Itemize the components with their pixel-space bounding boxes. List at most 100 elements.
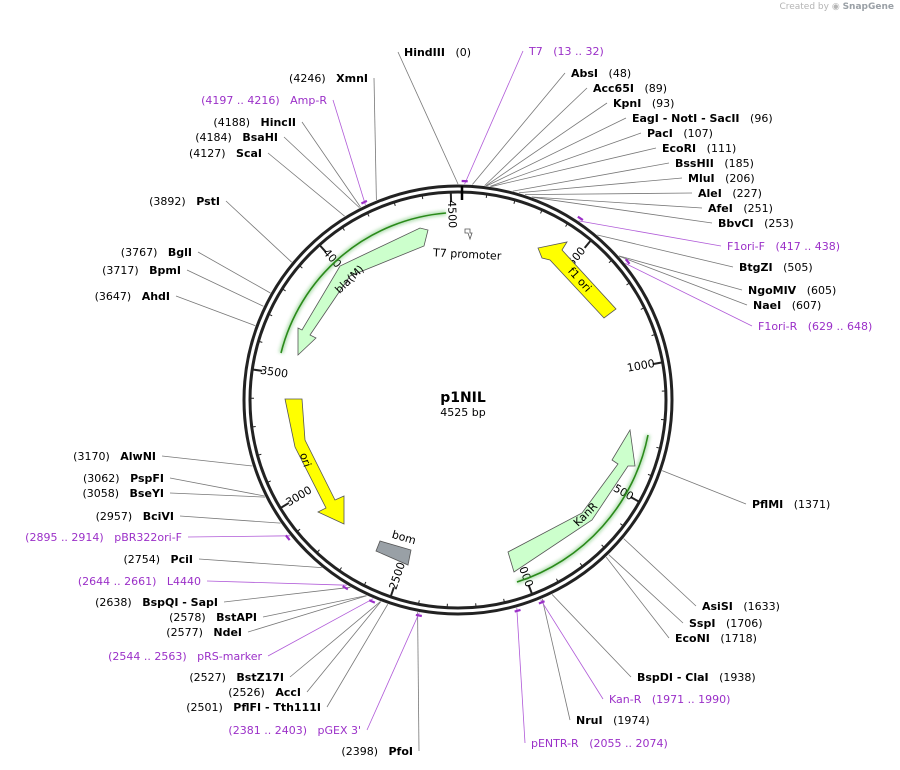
enzyme-name: NgoMIV xyxy=(748,284,797,297)
enzyme-name: ScaI xyxy=(236,147,262,160)
enzyme-name: XmnI xyxy=(336,72,368,85)
enzyme-leader-line xyxy=(623,538,697,607)
enzyme-leader-line xyxy=(532,196,713,224)
enzyme-label[interactable]: (2526) AccI xyxy=(228,686,301,699)
tick-mark xyxy=(565,223,568,227)
tick-mark xyxy=(259,341,263,343)
primer-range: (417 .. 438) xyxy=(775,240,840,253)
primer-label[interactable]: (2381 .. 2403) pGEX 3' xyxy=(228,724,361,737)
enzyme-label[interactable]: NaeI (607) xyxy=(753,299,821,312)
primer-label[interactable]: (2895 .. 2914) pBR322ori-F xyxy=(25,531,182,544)
enzyme-label[interactable]: BbvCI (253) xyxy=(718,217,794,230)
enzyme-name: AlwNI xyxy=(120,450,156,463)
enzyme-name: KpnI xyxy=(613,97,641,110)
enzyme-label[interactable]: (3892) PstI xyxy=(149,195,220,208)
enzyme-label[interactable]: (3058) BseYI xyxy=(82,487,164,500)
enzyme-label[interactable]: AleI (227) xyxy=(698,187,762,200)
primer-label[interactable]: (2544 .. 2563) pRS-marker xyxy=(108,650,262,663)
primer-name: Kan-R xyxy=(609,693,642,706)
enzyme-leader-line xyxy=(283,136,360,209)
enzyme-label[interactable]: (4184) BsaHI xyxy=(195,131,278,144)
enzyme-label[interactable]: (4246) XmnI xyxy=(289,72,368,85)
tick-mark xyxy=(253,368,263,372)
enzyme-label[interactable]: NgoMIV (605) xyxy=(748,284,836,297)
feature-bom[interactable] xyxy=(375,540,412,566)
enzyme-leader-line xyxy=(247,595,367,633)
primer-name: pBR322ori-F xyxy=(114,531,182,544)
enzyme-label[interactable]: (2527) BstZ17I xyxy=(189,671,284,684)
enzyme-label[interactable]: (3767) BglI xyxy=(121,246,192,259)
enzyme-leader-line xyxy=(605,556,670,639)
enzyme-label[interactable]: (4127) ScaI xyxy=(189,147,262,160)
primer-label[interactable]: Kan-R (1971 .. 1990) xyxy=(609,693,730,706)
primer-binding-mark xyxy=(415,613,423,618)
enzyme-label[interactable]: (3717) BpmI xyxy=(102,264,181,277)
primer-name: pRS-marker xyxy=(197,650,262,663)
enzyme-name: BpmI xyxy=(149,264,181,277)
enzyme-label[interactable]: (3062) PspFI xyxy=(83,472,164,485)
feature-t7-promoter[interactable] xyxy=(464,228,473,241)
enzyme-label[interactable]: (2957) BciVI xyxy=(96,510,174,523)
enzyme-label[interactable]: (3647) AhdI xyxy=(95,290,170,303)
primer-label[interactable]: pENTR-R (2055 .. 2074) xyxy=(531,737,668,750)
tick-mark xyxy=(630,496,639,503)
enzyme-name: AhdI xyxy=(142,290,170,303)
enzyme-label[interactable]: EagI - NotI - SacII (96) xyxy=(632,112,773,125)
enzyme-leader-line xyxy=(484,87,588,186)
primer-label[interactable]: F1ori-R (629 .. 648) xyxy=(758,320,872,333)
backbone-outer-ring xyxy=(242,184,674,616)
enzyme-label[interactable]: (2501) PflFI - Tth111I xyxy=(186,701,321,714)
enzyme-label[interactable]: PflMI (1371) xyxy=(752,498,830,511)
enzyme-name: BciVI xyxy=(143,510,174,523)
enzyme-label[interactable]: AsiSI (1633) xyxy=(702,600,780,613)
tick-mark xyxy=(267,480,271,483)
enzyme-position: (89) xyxy=(644,82,667,95)
enzyme-name: BseYI xyxy=(130,487,164,500)
feature-f1-ori[interactable] xyxy=(537,241,617,319)
enzyme-label[interactable]: (4188) HincII xyxy=(213,116,296,129)
enzyme-label[interactable]: KpnI (93) xyxy=(613,97,674,110)
primer-label[interactable]: (4197 .. 4216) Amp-R xyxy=(201,94,327,107)
enzyme-label[interactable]: (2577) NdeI xyxy=(166,626,242,639)
primer-binding-mark xyxy=(368,599,376,604)
enzyme-label[interactable]: (2398) PfoI xyxy=(341,745,413,758)
primer-label[interactable]: F1ori-F (417 .. 438) xyxy=(727,240,840,253)
tick-mark xyxy=(269,314,273,317)
credit-brand: SnapGene xyxy=(842,2,894,12)
enzyme-name: BstZ17I xyxy=(236,671,284,684)
enzyme-label[interactable]: EcoNI (1718) xyxy=(675,632,757,645)
enzyme-label[interactable]: Acc65I (89) xyxy=(593,82,667,95)
enzyme-label[interactable]: (2754) PciI xyxy=(123,553,193,566)
tick-mark xyxy=(579,563,583,567)
enzyme-label[interactable]: BtgZI (505) xyxy=(739,261,813,274)
enzyme-label[interactable]: AfeI (251) xyxy=(708,202,773,215)
enzyme-label[interactable]: EcoRI (111) xyxy=(662,142,736,155)
primer-label[interactable]: (2644 .. 2661) L4440 xyxy=(78,575,201,588)
enzyme-label[interactable]: AbsI (48) xyxy=(571,67,631,80)
primer-name: pGEX 3' xyxy=(317,724,361,737)
enzyme-leader-line xyxy=(289,601,381,678)
primer-label[interactable]: T7 (13 .. 32) xyxy=(528,45,604,58)
enzyme-label[interactable]: BssHII (185) xyxy=(675,157,754,170)
tick-mark xyxy=(339,567,342,571)
enzyme-label[interactable]: (2578) BstAPI xyxy=(169,611,257,624)
enzyme-label[interactable]: SspI (1706) xyxy=(689,617,763,630)
feature-kanr[interactable] xyxy=(507,428,636,573)
enzyme-leader-line xyxy=(489,132,642,187)
enzyme-leader-line xyxy=(179,515,281,524)
enzyme-label[interactable]: (2638) BspQI - SapI xyxy=(95,596,218,609)
enzyme-position: (3892) xyxy=(149,195,186,208)
enzyme-label[interactable]: MluI (206) xyxy=(688,172,755,185)
enzyme-label[interactable]: NruI (1974) xyxy=(576,714,650,727)
enzyme-label[interactable]: PacI (107) xyxy=(647,127,713,140)
tick-mark xyxy=(651,334,655,337)
enzyme-label[interactable]: BspDI - ClaI (1938) xyxy=(637,671,756,684)
feature-bla[interactable] xyxy=(297,227,429,356)
enzyme-position: (4127) xyxy=(189,147,226,160)
enzyme-label[interactable]: HindIII (0) xyxy=(404,46,471,59)
feature-ori[interactable] xyxy=(284,398,345,525)
kanr-orf-line-core xyxy=(516,434,649,583)
enzyme-label[interactable]: (3170) AlwNI xyxy=(73,450,156,463)
primer-range: (13 .. 32) xyxy=(553,45,604,58)
